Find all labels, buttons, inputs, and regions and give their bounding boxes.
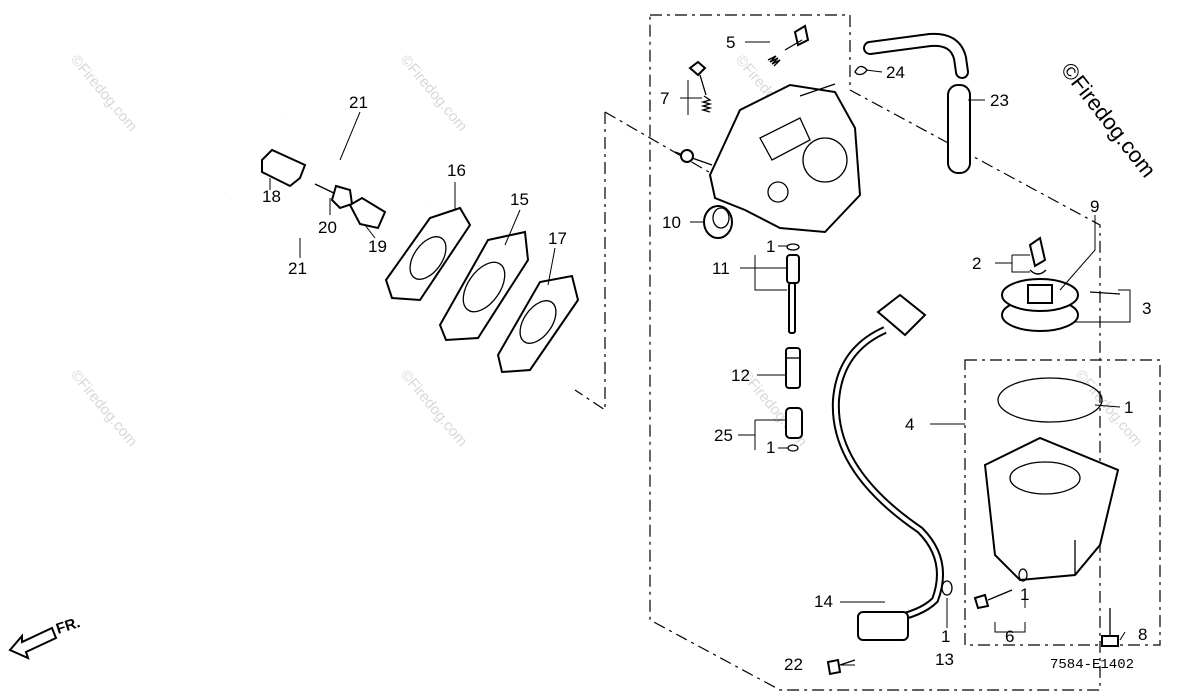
gasket-17 bbox=[496, 274, 580, 374]
main-jet-part bbox=[785, 407, 803, 452]
callout-11: 11 bbox=[712, 259, 730, 278]
intake-group-frame bbox=[574, 112, 606, 412]
carburetor-frame bbox=[649, 14, 1101, 691]
leader-lines bbox=[269, 41, 1131, 666]
callout-1-nozzle: 1 bbox=[766, 237, 775, 256]
clip-part bbox=[854, 65, 868, 76]
callout-21-bottom: 21 bbox=[288, 259, 307, 278]
callout-22: 22 bbox=[784, 655, 803, 674]
clip-nut-part bbox=[348, 196, 387, 230]
callout-8: 8 bbox=[1138, 625, 1147, 644]
callout-6: 6 bbox=[1005, 627, 1014, 646]
carburetor-body bbox=[674, 83, 862, 234]
pilot-screw-part bbox=[767, 24, 810, 67]
drain-screw-part bbox=[973, 568, 1028, 610]
fuel-tube-part bbox=[863, 32, 971, 174]
callout-25: 25 bbox=[714, 426, 733, 445]
watermark: ©Firedog.com bbox=[67, 367, 141, 450]
callout-1-drain: 1 bbox=[1020, 585, 1029, 604]
jet-part bbox=[785, 347, 801, 389]
wire-harness-part bbox=[831, 293, 944, 641]
callout-13: 13 bbox=[935, 650, 954, 669]
callout-1-washer: 1 bbox=[941, 627, 950, 646]
assembly-frames bbox=[574, 14, 1161, 691]
callout-3: 3 bbox=[1142, 299, 1151, 318]
main-nozzle-part bbox=[786, 243, 800, 334]
callout-9: 9 bbox=[1090, 197, 1099, 216]
throttle-screw-part bbox=[688, 60, 713, 113]
callout-1-gasket: 1 bbox=[1124, 398, 1133, 417]
bolt-8-part bbox=[1101, 608, 1119, 647]
callout-17: 17 bbox=[548, 229, 567, 248]
watermark: ©Firedog.com bbox=[1072, 367, 1146, 450]
cap-part bbox=[703, 205, 733, 239]
callout-14: 14 bbox=[814, 592, 833, 611]
callout-12: 12 bbox=[731, 366, 750, 385]
callout-labels: 21 16 18 20 15 19 17 21 5 24 7 23 9 10 1… bbox=[262, 33, 1151, 674]
diagram-code: 7584-E1402 bbox=[1050, 657, 1134, 673]
callout-20: 20 bbox=[318, 218, 337, 237]
brand-watermark: ©Firedog.com bbox=[1056, 58, 1161, 183]
callout-18: 18 bbox=[262, 187, 281, 206]
callout-21-top: 21 bbox=[349, 93, 368, 112]
insulator-15 bbox=[438, 230, 530, 342]
callout-23: 23 bbox=[990, 91, 1009, 110]
front-direction-indicator: FR. bbox=[8, 614, 82, 660]
callout-7: 7 bbox=[660, 89, 669, 108]
stud-bolts bbox=[224, 117, 433, 281]
front-label: FR. bbox=[54, 614, 82, 638]
watermark: ©Firedog.com bbox=[397, 367, 471, 450]
screw-22-part bbox=[826, 658, 856, 676]
callout-24: 24 bbox=[886, 63, 905, 82]
callout-19: 19 bbox=[368, 237, 387, 256]
callout-5: 5 bbox=[726, 33, 735, 52]
washer-part bbox=[941, 580, 953, 596]
watermarks: ©Firedog.com ©Firedog.com ©Firedog.com ©… bbox=[67, 52, 1146, 450]
float-chamber-part bbox=[983, 436, 1120, 582]
front-arrow-icon bbox=[8, 626, 58, 660]
bracket-part bbox=[261, 148, 307, 188]
watermark: ©Firedog.com bbox=[397, 52, 471, 135]
callout-1-jet: 1 bbox=[766, 438, 775, 457]
bolt-part bbox=[314, 183, 354, 210]
callout-2: 2 bbox=[972, 254, 981, 273]
callout-10: 10 bbox=[662, 213, 681, 232]
gasket-16 bbox=[384, 206, 472, 302]
float-chamber-frame bbox=[964, 359, 1161, 646]
callout-16: 16 bbox=[447, 161, 466, 180]
callout-15: 15 bbox=[510, 190, 529, 209]
float-chamber-gasket-part bbox=[997, 377, 1103, 423]
solenoid-valve-part bbox=[1001, 236, 1121, 332]
callout-4: 4 bbox=[905, 415, 914, 434]
watermark: ©Firedog.com bbox=[67, 52, 141, 135]
